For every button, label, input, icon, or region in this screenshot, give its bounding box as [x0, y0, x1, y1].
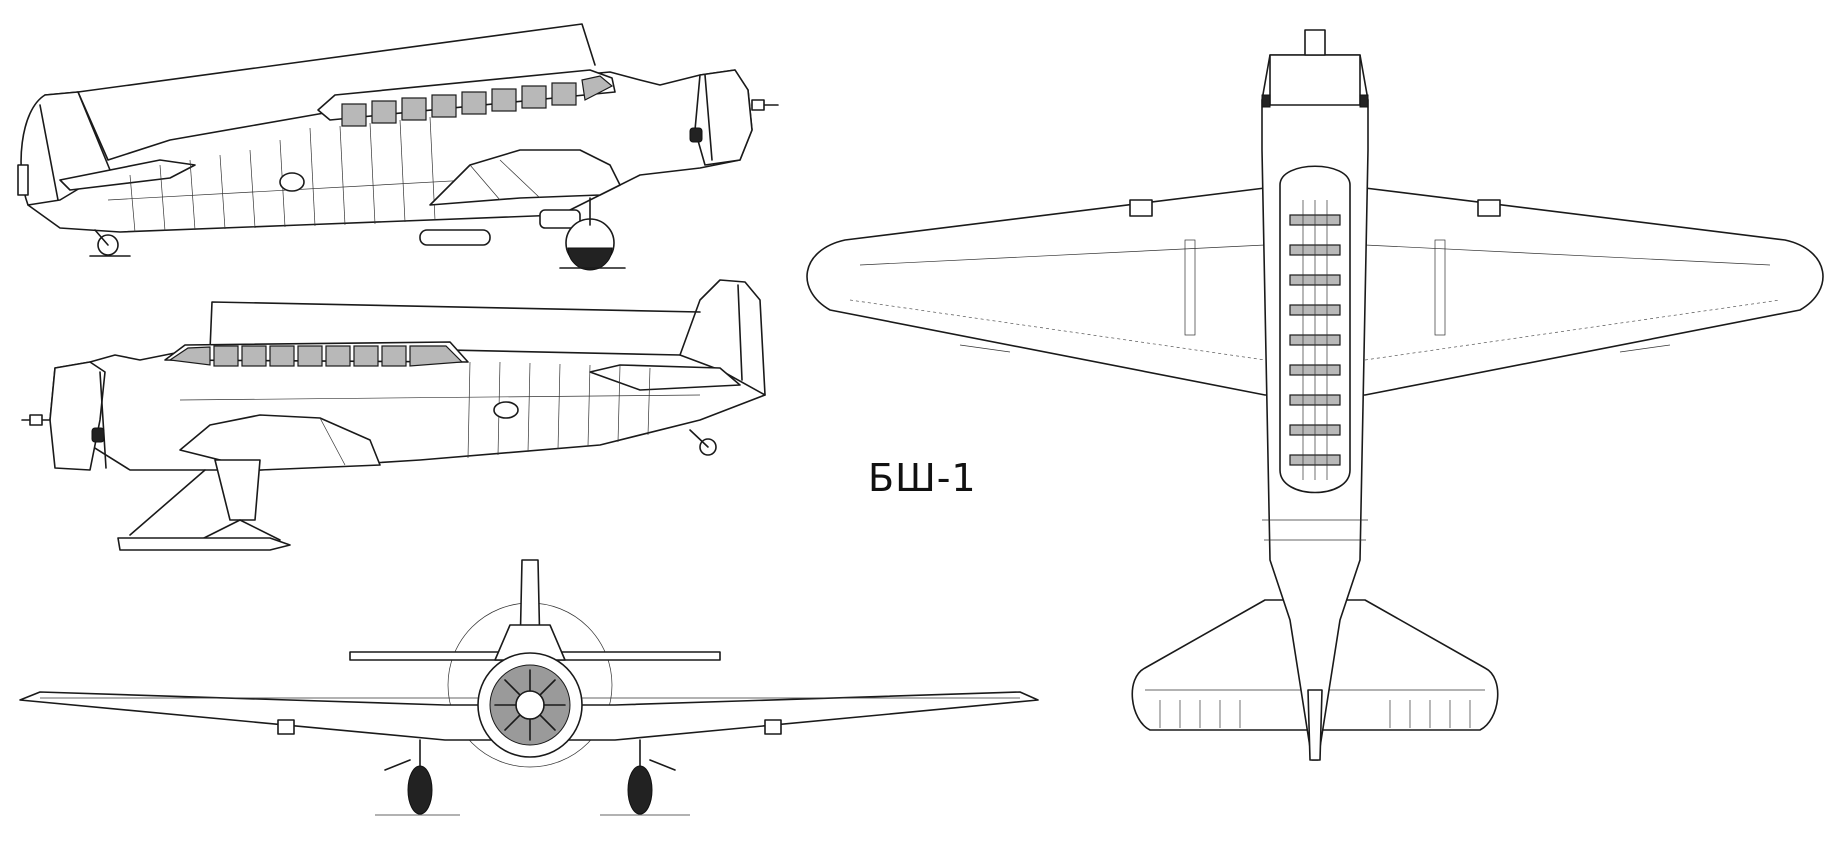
engine-cowling-lower: [49, 361, 106, 471]
ski: [117, 537, 291, 551]
top-rudder: [1307, 689, 1323, 761]
front-view: [19, 559, 1039, 816]
stabilizer-upper: [59, 159, 196, 191]
top-cowling: [1269, 54, 1361, 106]
cabin-windows-lower: [168, 345, 464, 367]
wing-lower: [179, 414, 381, 471]
side-view-lower-ski: [21, 279, 766, 551]
stabilizer-lower: [589, 364, 741, 391]
front-right-wheel: [627, 765, 653, 815]
front-left-wheel: [407, 765, 433, 815]
side-view-upper: [17, 23, 779, 271]
top-view: [806, 29, 1824, 761]
engine-cowling-upper: [694, 69, 753, 166]
wing-upper: [429, 149, 621, 206]
drawing-title: БШ-1: [868, 456, 977, 500]
fuselage-lower: [49, 344, 766, 471]
cabin-windows-upper: [341, 75, 614, 127]
